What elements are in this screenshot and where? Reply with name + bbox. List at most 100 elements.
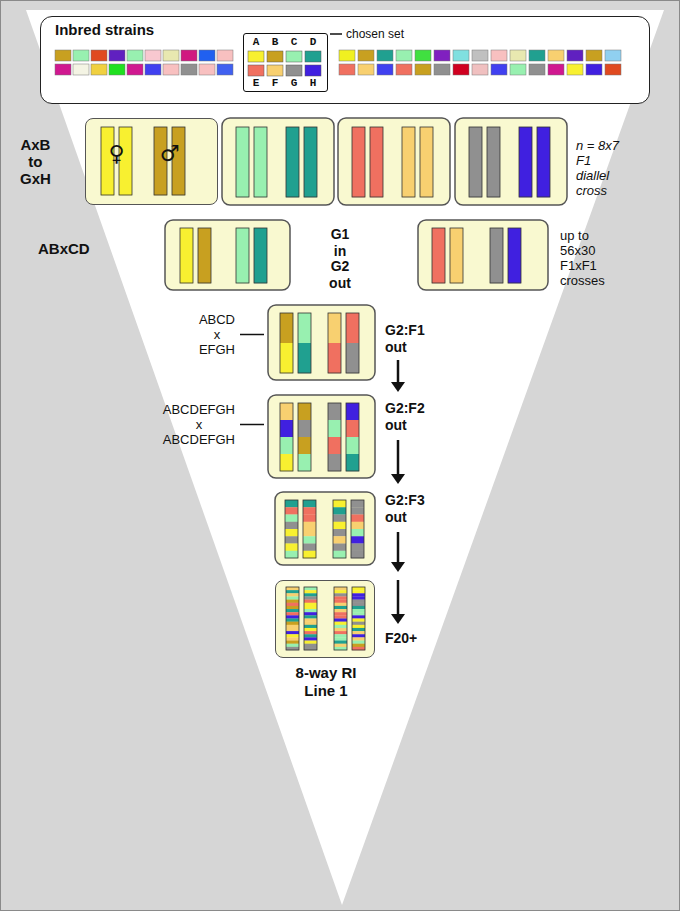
chromosome-outline [280,403,293,471]
chromosome-segment [352,622,365,625]
chromosome-segment [351,515,364,522]
chromosome-segment [469,127,482,197]
chromosome-outline [333,500,346,558]
down-arrow-head [391,614,405,624]
chromosome-outline [352,587,365,650]
chromosome-segment [328,313,341,343]
cross-box [455,118,567,205]
chromosome-segment [334,612,347,615]
strain-swatch [453,50,469,61]
ri-line-box: 8-way RI Line 1 [275,580,375,658]
chromosome-segment [352,127,365,197]
chromosome-segment [334,606,347,609]
chromosome-outline [450,228,463,283]
strain-swatch [605,64,621,75]
chromosome-segment [352,600,365,603]
chromosome-segment [286,622,299,625]
strain-swatch [548,50,564,61]
chromosome-segment [334,615,347,618]
cross-box [268,395,375,478]
chromosome-segment [519,127,532,197]
chromosome-outline [303,500,316,558]
chromosome-segment [346,343,359,373]
strain-swatch [472,64,488,75]
chosen-swatch [286,65,302,76]
chromosome-segment [280,420,293,437]
cross-formula: ABCDEFGH x ABCDEFGH [163,402,235,447]
chromosome-segment [286,619,299,622]
chromosome-segment [352,590,365,593]
strain-swatch [510,50,526,61]
chromosome-segment [303,551,316,558]
strain-swatch [434,50,450,61]
chromosome-segment [334,619,347,622]
chromosome-segment [286,615,299,618]
chromosome-outline [352,127,365,197]
chromosome-segment [402,127,415,197]
chromosome-segment [333,529,346,536]
chromosome-segment [303,544,316,551]
chromosome-segment [304,603,317,606]
down-arrow-shaft [397,440,400,476]
strain-swatch [109,64,125,75]
chromosome-outline [304,587,317,650]
chromosome-segment [333,515,346,522]
chromosome-segment [334,593,347,596]
chromosome-segment [303,522,316,529]
strain-panel: A B C DE F G HInbred strainschosen set [40,16,650,104]
strain-swatch [415,50,431,61]
chromosome-segment [334,590,347,593]
chromosome-outline [508,228,521,283]
strain-swatch [377,64,393,75]
strain-swatch [127,50,143,61]
chromosome-segment [286,609,299,612]
chromosome-segment [254,127,267,197]
chromosome-segment [346,313,359,343]
chromosome-outline [346,313,359,373]
chromosome-segment [280,403,293,420]
cross-box [222,118,334,205]
ri-line-label: 8-way RI Line 1 [289,664,364,700]
chromosome-outline [254,228,267,283]
strain-swatch [586,64,602,75]
strain-swatch [91,64,107,75]
chromosome-segment [286,631,299,634]
cross-box [165,220,290,290]
strain-letters: E F G H [253,77,320,90]
cross-note: n = 8x7 F1 diallel cross [576,138,626,198]
down-arrow-shaft [397,360,400,384]
chromosome-segment [352,587,365,590]
chromosome-outline [346,403,359,471]
strain-swatch [491,64,507,75]
chromosome-segment [328,343,341,373]
node-illustration [276,581,374,657]
chromosome-segment [304,628,317,631]
chromosome-outline [519,127,532,197]
chromosome-segment [346,454,359,471]
chosen-swatch [305,65,321,76]
chromosome-segment [286,596,299,599]
strain-swatch [163,50,179,61]
strain-swatch [73,64,89,75]
chromosome-segment [298,313,311,343]
generation-label: G2:F3 out [385,492,425,526]
chromosome-segment [280,313,293,343]
strain-swatch [145,50,161,61]
chromosome-segment [303,529,316,536]
chromosome-segment [304,644,317,647]
panel-title: Inbred strains [55,21,154,39]
chromosome-outline [328,403,341,471]
cross-box [268,305,375,380]
chosen-swatch [305,51,321,62]
chromosome-segment [352,637,365,640]
chromosome-segment [351,522,364,529]
chromosome-segment [298,420,311,437]
strain-swatch [510,64,526,75]
chromosome-segment [508,228,521,283]
chromosome-segment [285,529,298,536]
chromosome-segment [328,403,341,420]
strain-swatch [109,50,125,61]
chromosome-segment [198,228,211,283]
chromosome-segment [285,522,298,529]
down-arrow-shaft [397,532,400,564]
